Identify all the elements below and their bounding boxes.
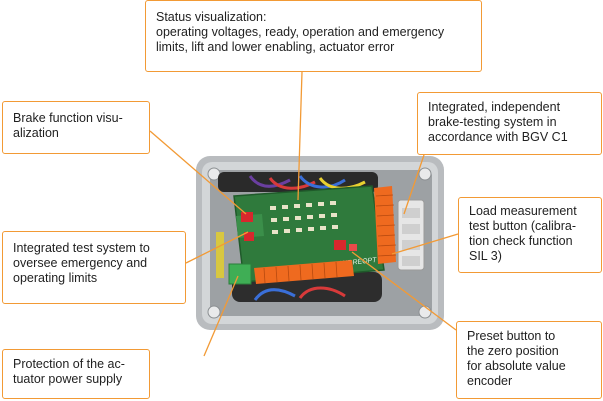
fuse-holder <box>228 263 252 285</box>
callout-status-visualization: Status visualization: operating voltages… <box>145 0 482 72</box>
relay-block <box>397 199 425 271</box>
yellow-strip <box>216 232 224 278</box>
callout-integrated-test-system: Integrated test system to oversee emerge… <box>2 231 186 304</box>
terminal-strips <box>254 186 397 284</box>
callout-load-measurement-test-button: Load measurement test button (calibra- t… <box>458 197 602 273</box>
cable-bundle <box>218 172 382 302</box>
callout-preset-button: Preset button to the zero position for a… <box>456 321 602 399</box>
callout-actuator-power-protection: Protection of the ac- tuator power suppl… <box>2 349 150 399</box>
callout-brake-function-visualization: Brake function visu- alization <box>2 101 150 154</box>
callout-brake-testing-system: Integrated, independent brake-testing sy… <box>417 92 602 155</box>
